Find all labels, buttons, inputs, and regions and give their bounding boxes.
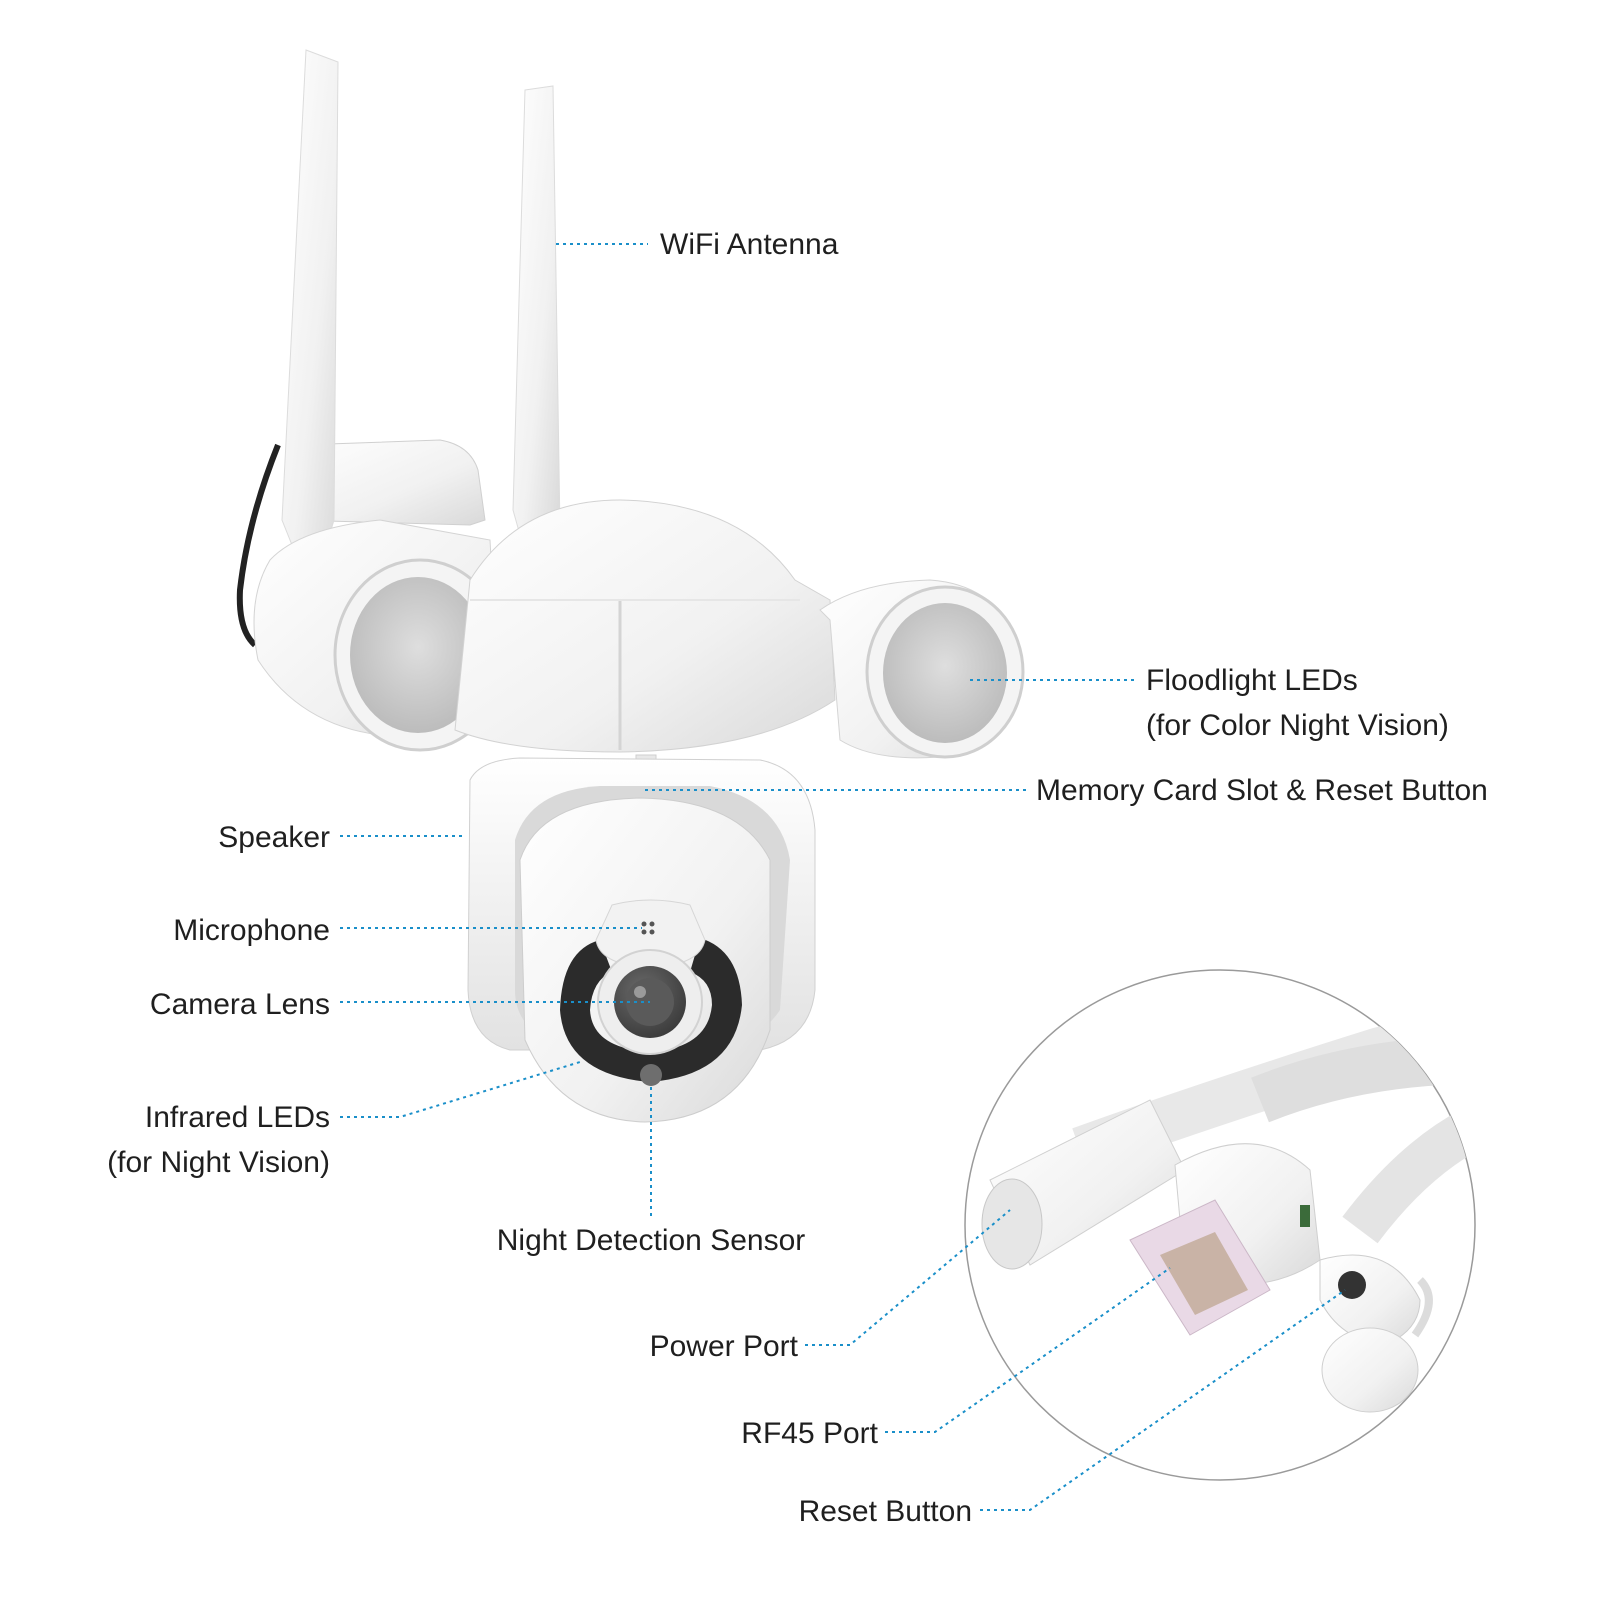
antenna-icon (281, 49, 339, 561)
camera-illustration (236, 49, 1025, 1123)
night-sensor (640, 1064, 662, 1086)
leader-lines (340, 243, 1346, 1511)
leader-rf45 (885, 1267, 1171, 1433)
label-floodlight-line1: Floodlight LEDs (1146, 664, 1358, 697)
label-power-port: Power Port (650, 1330, 799, 1363)
dome (454, 499, 836, 753)
leader-power (805, 1209, 1011, 1346)
label-wifi-antenna: WiFi Antenna (660, 228, 839, 261)
label-rf45-port: RF45 Port (741, 1417, 878, 1450)
connector-inset (964, 969, 1476, 1481)
label-speaker: Speaker (218, 821, 330, 854)
label-reset-button: Reset Button (799, 1495, 972, 1528)
antenna-right (512, 85, 561, 536)
label-night-sensor: Night Detection Sensor (497, 1224, 806, 1257)
power-cable (236, 443, 281, 648)
label-microphone: Microphone (173, 914, 330, 947)
label-floodlight-line2: (for Color Night Vision) (1146, 709, 1449, 742)
label-infrared-line2: (for Night Vision) (107, 1146, 330, 1179)
labels: WiFi Antenna Floodlight LEDs (for Color … (107, 228, 1488, 1528)
label-camera-lens: Camera Lens (150, 988, 330, 1021)
microphone-holes (641, 921, 655, 935)
label-infrared-line1: Infrared LEDs (145, 1101, 330, 1134)
label-memory-card: Memory Card Slot & Reset Button (1036, 774, 1488, 807)
wall-bracket (289, 439, 486, 526)
leader-reset (980, 1289, 1346, 1511)
floodlight-right (819, 579, 1025, 759)
